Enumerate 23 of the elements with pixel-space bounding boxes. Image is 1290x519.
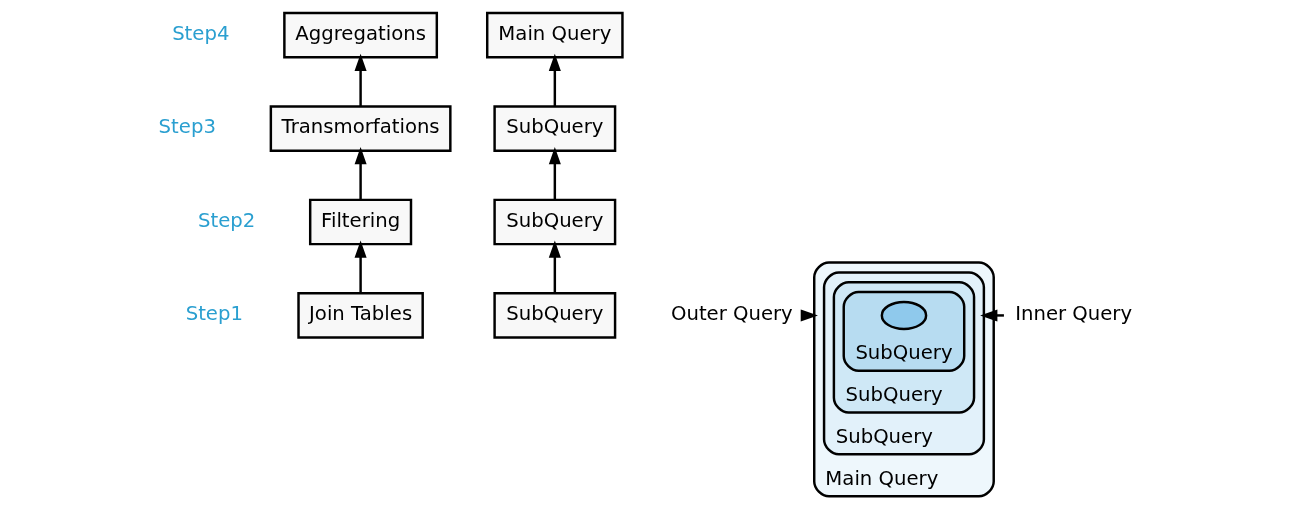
- arrow: [548, 53, 561, 107]
- node-text: Outer Query: [670, 302, 793, 326]
- arrow: [979, 309, 1004, 322]
- node-label: Step3: [158, 115, 216, 139]
- node-box: SubQuery: [492, 105, 616, 152]
- node-label: Step2: [197, 208, 255, 232]
- node-box: SubQuery: [492, 198, 616, 246]
- node-box: Transmorfations: [269, 105, 452, 152]
- cluster: SubQuery: [842, 290, 965, 372]
- arrow: [548, 240, 561, 294]
- node-circle: [880, 300, 927, 331]
- node-box: SubQuery: [492, 292, 616, 339]
- node-text: Inner Query: [1014, 302, 1132, 326]
- arrow: [548, 147, 561, 200]
- node-label: Step1: [185, 302, 243, 326]
- node-box: Join Tables: [296, 292, 424, 339]
- node-label: Step4: [171, 21, 229, 45]
- node-box: Filtering: [308, 198, 412, 246]
- node-box: Main Query: [485, 11, 624, 59]
- arrow: [354, 53, 367, 107]
- arrow: [354, 147, 367, 200]
- node-box: Aggregations: [282, 11, 438, 59]
- arrow: [354, 240, 367, 294]
